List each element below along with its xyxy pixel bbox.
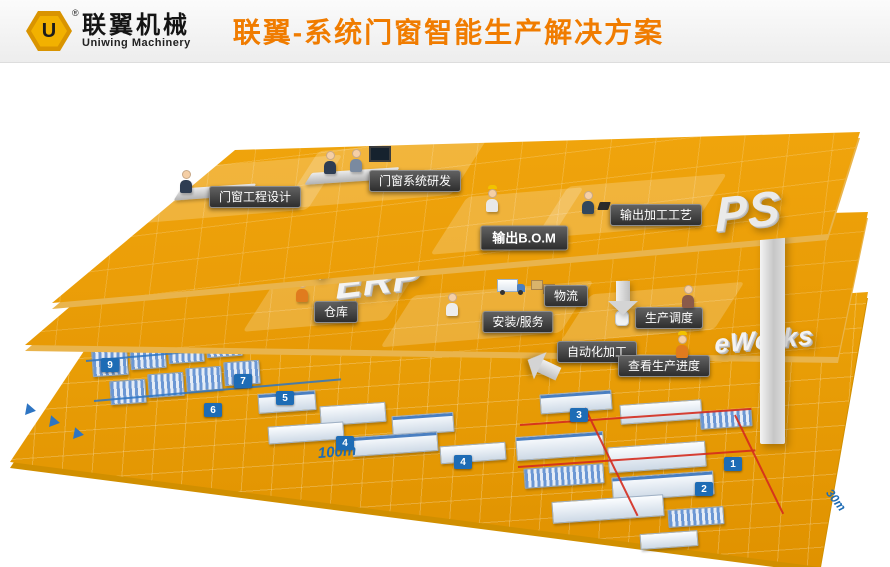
output-process-tag: 输出加工工艺: [609, 204, 703, 226]
header-bar: U ® 联翼机械 Uniwing Machinery 联翼-系统门窗智能生产解决…: [0, 0, 890, 63]
station-badge: 5: [276, 391, 294, 405]
view-progress-tag: 查看生产进度: [617, 355, 711, 377]
engineering-design-tag: 门窗工程设计: [208, 186, 302, 208]
station-badge: 7: [234, 374, 252, 388]
station-badge: 1: [724, 457, 742, 471]
ps-layer-label: PS: [714, 181, 782, 243]
logo-letter: U: [31, 15, 67, 47]
station-badge: 9: [101, 358, 119, 372]
station-badge: 3: [570, 408, 588, 422]
installer-figure: [445, 293, 459, 316]
rd-figure-1: [323, 151, 337, 174]
automated-processing-tag: 自动化加工: [556, 341, 638, 363]
rd-figure-2: [349, 149, 363, 172]
logistics-tag: 物流: [543, 285, 589, 307]
right-connector-pillar: [760, 230, 785, 444]
company-name-en: Uniwing Machinery: [82, 36, 191, 49]
rd-monitor: [369, 146, 391, 162]
logistics-truck-icon: [497, 279, 527, 295]
scheduling-tag: 生产调度: [634, 307, 704, 329]
system-rd-tag: 门窗系统研发: [368, 170, 462, 192]
station-badge: 2: [695, 482, 713, 496]
station-badge: 6: [204, 403, 222, 417]
company-name-cn: 联翼机械: [82, 11, 190, 39]
process-engineer-figure: [581, 191, 595, 214]
designer-figure: [179, 170, 193, 193]
bom-engineer-figure: [485, 185, 499, 212]
down-arrow-bom-to-logistics: [608, 281, 638, 315]
logo-text: 联翼机械 Uniwing Machinery: [82, 11, 191, 50]
output-bom-tag: 输出B.O.M: [480, 225, 568, 251]
scheduler-figure: [681, 285, 695, 308]
flow-connectors: 自动化加工 查看生产进度: [0, 62, 890, 567]
company-logo: U ® 联翼机械 Uniwing Machinery: [26, 8, 191, 51]
design-layer-content: 门窗工程设计 门窗系统研发 输出B.O.M 输出加工工艺 PS: [0, 62, 890, 567]
install-service-tag: 安装/服务: [482, 311, 554, 333]
progress-worker-figure: [675, 331, 689, 358]
station-badge: 4: [336, 436, 354, 450]
warehouse-tag: 仓库: [313, 301, 359, 323]
solution-diagram: 自动化加工 查看生产进度 门窗工程设计 门窗系统研发 输出B.O.M 输出加工工…: [0, 62, 890, 567]
logo-hexagon-icon: U: [26, 11, 72, 51]
station-badge: 4: [454, 455, 472, 469]
workshop-floor-content: 8 9 7 5 6 3 4 4 1 2 100m 30m: [0, 62, 890, 567]
page-title: 联翼-系统门窗智能生产解决方案: [232, 17, 665, 48]
crate-icon: [531, 280, 543, 290]
registered-mark: ®: [72, 8, 79, 18]
